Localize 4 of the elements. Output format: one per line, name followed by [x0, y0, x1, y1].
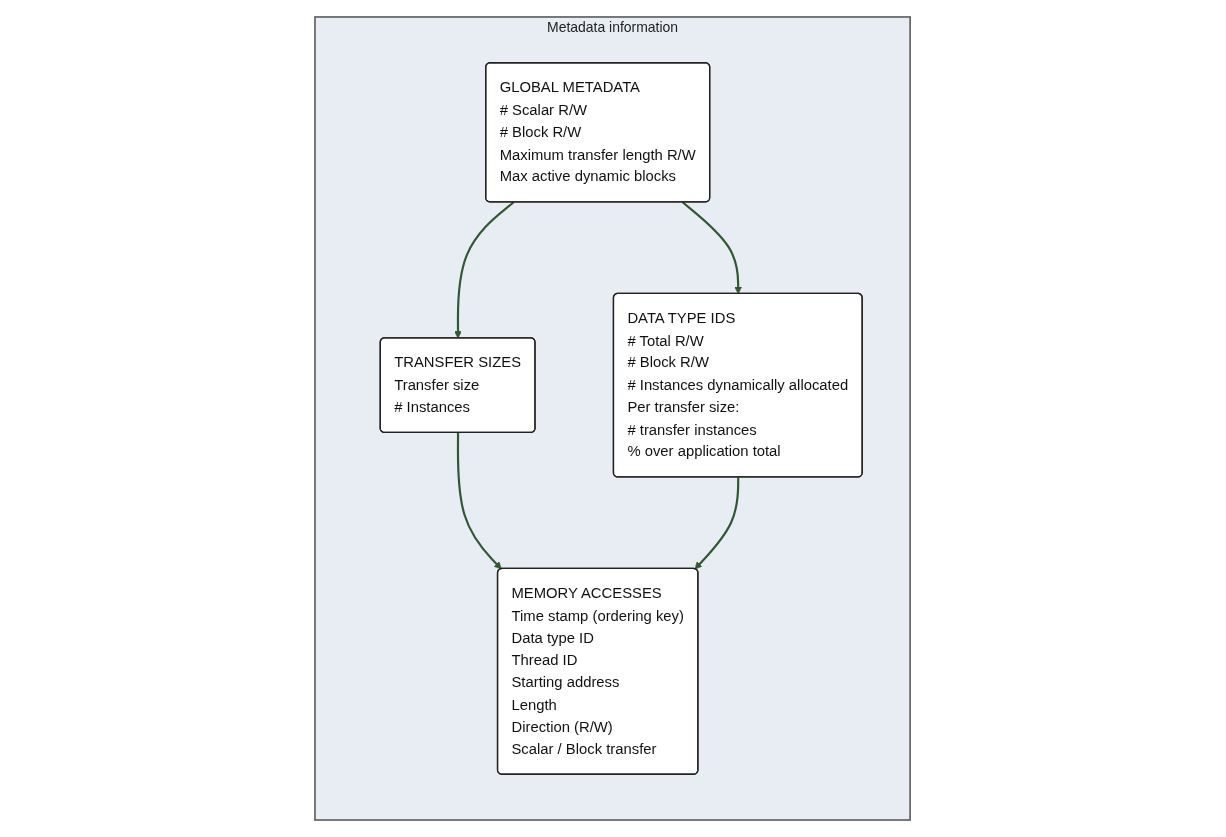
arrow: [454, 201, 515, 339]
arrow: [695, 477, 740, 570]
arrow: [457, 432, 503, 570]
arrow: [682, 201, 743, 295]
